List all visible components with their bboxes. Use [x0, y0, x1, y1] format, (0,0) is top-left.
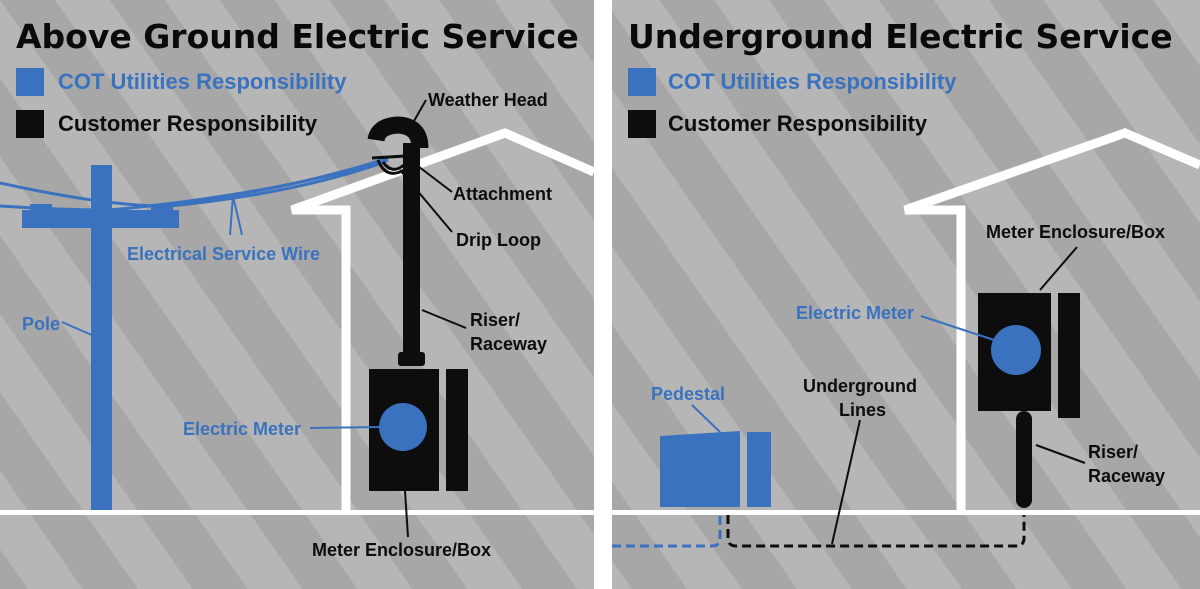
left-ground-line	[0, 510, 594, 515]
pole-label: Pole	[22, 314, 60, 334]
left-meter-box-label: Meter Enclosure/Box	[312, 540, 491, 560]
right-electric-meter-label: Electric Meter	[796, 303, 914, 323]
riser-raceway	[367, 116, 429, 366]
left-legend-black-swatch	[16, 110, 44, 138]
left-riser-label-2: Raceway	[470, 334, 547, 354]
underground-panel: Underground Electric Service COT Utiliti…	[612, 0, 1200, 589]
left-electric-meter-dial	[379, 403, 427, 451]
weather-head-label: Weather Head	[428, 90, 548, 110]
right-ground-line	[612, 510, 1200, 515]
panel-divider	[594, 0, 612, 589]
left-legend-blue-swatch	[16, 68, 44, 96]
underground-label-2: Lines	[839, 400, 886, 420]
electrical-service-wires	[0, 156, 389, 212]
pedestal	[660, 431, 771, 507]
right-electric-meter-dial	[991, 325, 1041, 375]
right-blue-leader-lines	[691, 315, 995, 433]
left-electric-meter-label: Electric Meter	[183, 419, 301, 439]
customer-underground-line	[726, 515, 1026, 548]
utility-pole	[22, 165, 179, 510]
left-title: Above Ground Electric Service	[16, 17, 579, 56]
attachment-label: Attachment	[453, 184, 552, 204]
right-house-outline	[903, 128, 1200, 513]
pedestal-label: Pedestal	[651, 384, 725, 404]
right-legend-customer-label: Customer Responsibility	[668, 111, 928, 136]
right-riser-label-1: Riser/	[1088, 442, 1138, 462]
left-leader-lines	[399, 99, 467, 538]
right-legend-black-swatch	[628, 110, 656, 138]
left-riser-label-1: Riser/	[470, 310, 520, 330]
left-legend-customer-label: Customer Responsibility	[58, 111, 318, 136]
right-riser-label-2: Raceway	[1088, 466, 1165, 486]
left-legend-cot-label: COT Utilities Responsibility	[58, 69, 347, 94]
left-blue-leader-lines	[61, 195, 381, 429]
right-leader-lines	[831, 246, 1086, 545]
above-ground-panel: Above Ground Electric Service COT Utilit…	[0, 0, 594, 589]
drip-loop-label: Drip Loop	[456, 230, 541, 250]
right-meter-enclosure	[978, 293, 1080, 418]
left-house-outline	[290, 128, 594, 513]
service-wire-label: Electrical Service Wire	[127, 244, 320, 264]
cot-underground-line	[612, 515, 722, 548]
right-legend-cot-label: COT Utilities Responsibility	[668, 69, 957, 94]
left-meter-enclosure	[369, 369, 468, 491]
right-legend-blue-swatch	[628, 68, 656, 96]
underground-label-1: Underground	[803, 376, 917, 396]
right-title: Underground Electric Service	[628, 17, 1173, 56]
right-meter-box-label: Meter Enclosure/Box	[986, 222, 1165, 242]
right-riser-raceway	[1016, 411, 1032, 508]
